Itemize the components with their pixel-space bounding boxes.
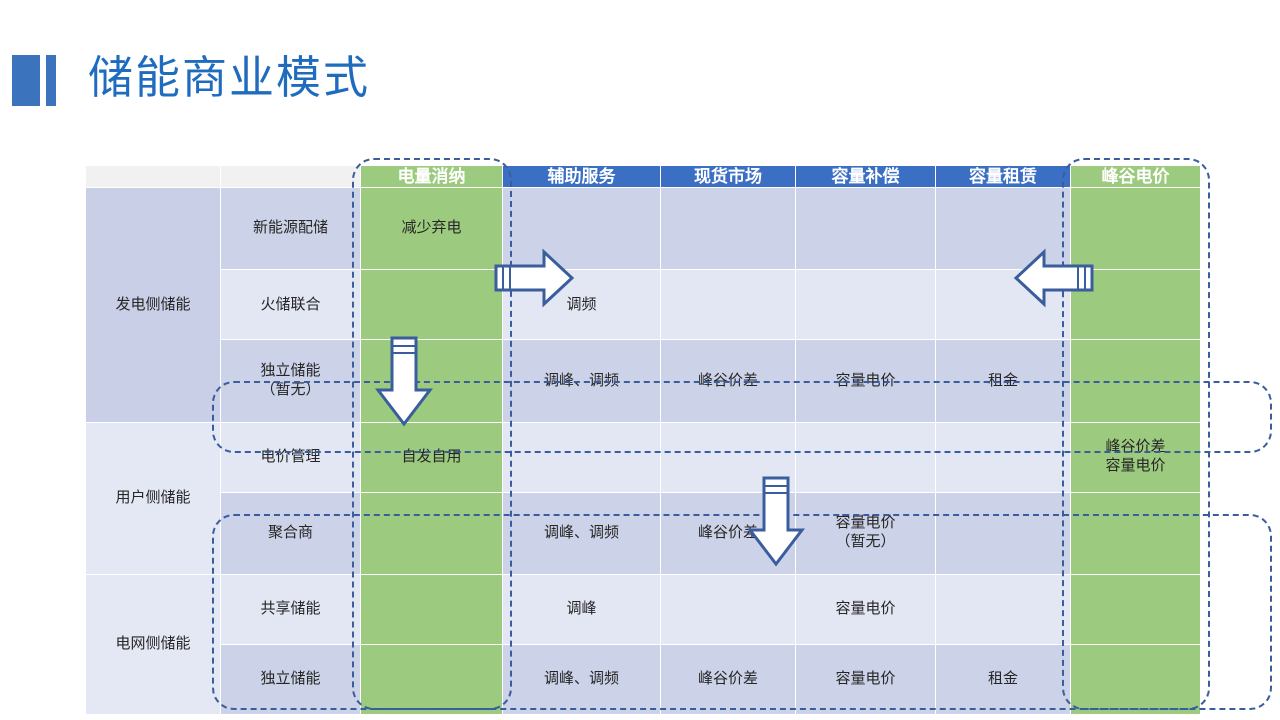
title-accent-bar-thin <box>46 55 56 106</box>
cell-r1-fuzhufuwu: 调频 <box>502 269 661 341</box>
cell-r3-fenggudianjia: 峰谷价差容量电价 <box>1070 421 1201 493</box>
cell-r3-rongliangbuchang <box>795 421 936 493</box>
cell-r6-xianhuoshichang: 峰谷价差 <box>660 643 796 716</box>
header-rongliangzulin: 容量租赁 <box>935 164 1071 189</box>
header-subcategory-blank <box>220 164 361 189</box>
table-row: 电网侧储能 共享储能 调峰 容量电价 <box>85 573 1201 716</box>
table-header-row: 电量消纳 辅助服务 现货市场 容量补偿 容量租赁 峰谷电价 <box>85 164 1201 189</box>
cell-r1-rongliangzulin <box>935 269 1071 341</box>
cell-r4-xianhuoshichang: 峰谷价差 <box>660 491 796 575</box>
cell-r4-rongliangbuchang: 容量电价（暂无） <box>795 491 936 575</box>
subcategory-dianjiaguanli: 电价管理 <box>220 421 361 493</box>
page-title: 储能商业模式 <box>88 52 371 103</box>
cell-r6-fuzhufuwu: 调峰、调频 <box>502 643 661 716</box>
cell-r2-xianhuoshichang: 峰谷价差 <box>660 339 796 423</box>
cell-r1-dianliangxiaona <box>360 269 503 341</box>
cell-r4-dianliangxiaona <box>360 491 503 575</box>
cell-r6-rongliangzulin: 租金 <box>935 643 1071 716</box>
cell-r0-fenggudianjia <box>1070 187 1201 271</box>
cell-r6-rongliangbuchang: 容量电价 <box>795 643 936 716</box>
business-model-table: 电量消纳 辅助服务 现货市场 容量补偿 容量租赁 峰谷电价 发电侧储能 新能源配… <box>85 164 1201 716</box>
group-label-fadian: 发电侧储能 <box>85 187 221 423</box>
table-row: 发电侧储能 新能源配储 减少弃电 <box>85 187 1201 423</box>
header-rongliangbuchang: 容量补偿 <box>795 164 936 189</box>
table-row: 聚合商 调峰、调频 峰谷价差 容量电价（暂无） <box>86 491 1201 575</box>
cell-r0-dianliangxiaona: 减少弃电 <box>360 187 503 271</box>
group-label-dianwangce: 电网侧储能 <box>85 573 221 716</box>
table-row: 火储联合 调频 <box>86 269 1201 341</box>
cell-r5-xianhuoshichang <box>660 573 796 645</box>
cell-r3-fuzhufuwu <box>502 421 661 493</box>
group-label-yonghuce: 用户侧储能 <box>85 421 221 575</box>
header-xianhuoshichang: 现货市场 <box>660 164 796 189</box>
subcategory-xinnengyuanpeichu: 新能源配储 <box>220 187 361 271</box>
header-group-blank <box>85 164 221 189</box>
cell-r5-fenggudianjia <box>1070 573 1201 645</box>
cell-r4-rongliangzulin <box>935 491 1071 575</box>
cell-r0-xianhuoshichang <box>660 187 796 271</box>
cell-r2-rongliangzulin: 租金 <box>935 339 1071 423</box>
table-row: 独立储能（暂无） 调峰、调频 峰谷价差 容量电价 租金 <box>86 339 1201 423</box>
cell-r0-rongliangzulin <box>935 187 1071 271</box>
cell-r0-fuzhufuwu <box>502 187 661 271</box>
subcategory-dulichunengzanwu: 独立储能（暂无） <box>220 339 361 423</box>
header-dianliangxiaona: 电量消纳 <box>360 164 503 189</box>
cell-r6-dianliangxiaona <box>360 643 503 716</box>
subcategory-juheshang: 聚合商 <box>220 491 361 575</box>
table-row: 用户侧储能 电价管理 自发自用 峰谷价差容量电价 <box>85 421 1201 575</box>
cell-r4-fenggudianjia <box>1070 491 1201 575</box>
header-fenggudianjia: 峰谷电价 <box>1070 164 1201 189</box>
cell-r2-dianliangxiaona <box>360 339 503 423</box>
cell-r1-xianhuoshichang <box>660 269 796 341</box>
table-row: 独立储能 调峰、调频 峰谷价差 容量电价 租金 <box>86 643 1201 716</box>
cell-r1-rongliangbuchang <box>795 269 936 341</box>
cell-r5-dianliangxiaona <box>360 573 503 645</box>
cell-r2-fenggudianjia <box>1070 339 1201 423</box>
subcategory-gongxiangchuneng: 共享储能 <box>220 573 361 645</box>
cell-r6-fenggudianjia <box>1070 643 1201 716</box>
title-accent-bar-wide <box>12 55 40 106</box>
subcategory-dulichuneng: 独立储能 <box>220 643 361 716</box>
cell-r5-fuzhufuwu: 调峰 <box>502 573 661 645</box>
cell-r3-xianhuoshichang <box>660 421 796 493</box>
cell-r3-rongliangzulin <box>935 421 1071 493</box>
cell-r1-fenggudianjia <box>1070 269 1201 341</box>
cell-r2-rongliangbuchang: 容量电价 <box>795 339 936 423</box>
cell-r0-rongliangbuchang <box>795 187 936 271</box>
cell-r3-dianliangxiaona: 自发自用 <box>360 421 503 493</box>
header-fuzhufuwu: 辅助服务 <box>502 164 661 189</box>
cell-r2-fuzhufuwu: 调峰、调频 <box>502 339 661 423</box>
table-body: 发电侧储能 新能源配储 减少弃电 火储联合 调频 独 <box>85 187 1201 716</box>
cell-r5-rongliangbuchang: 容量电价 <box>795 573 936 645</box>
cell-r4-fuzhufuwu: 调峰、调频 <box>502 491 661 575</box>
subcategory-huochulianhe: 火储联合 <box>220 269 361 341</box>
cell-r5-rongliangzulin <box>935 573 1071 645</box>
